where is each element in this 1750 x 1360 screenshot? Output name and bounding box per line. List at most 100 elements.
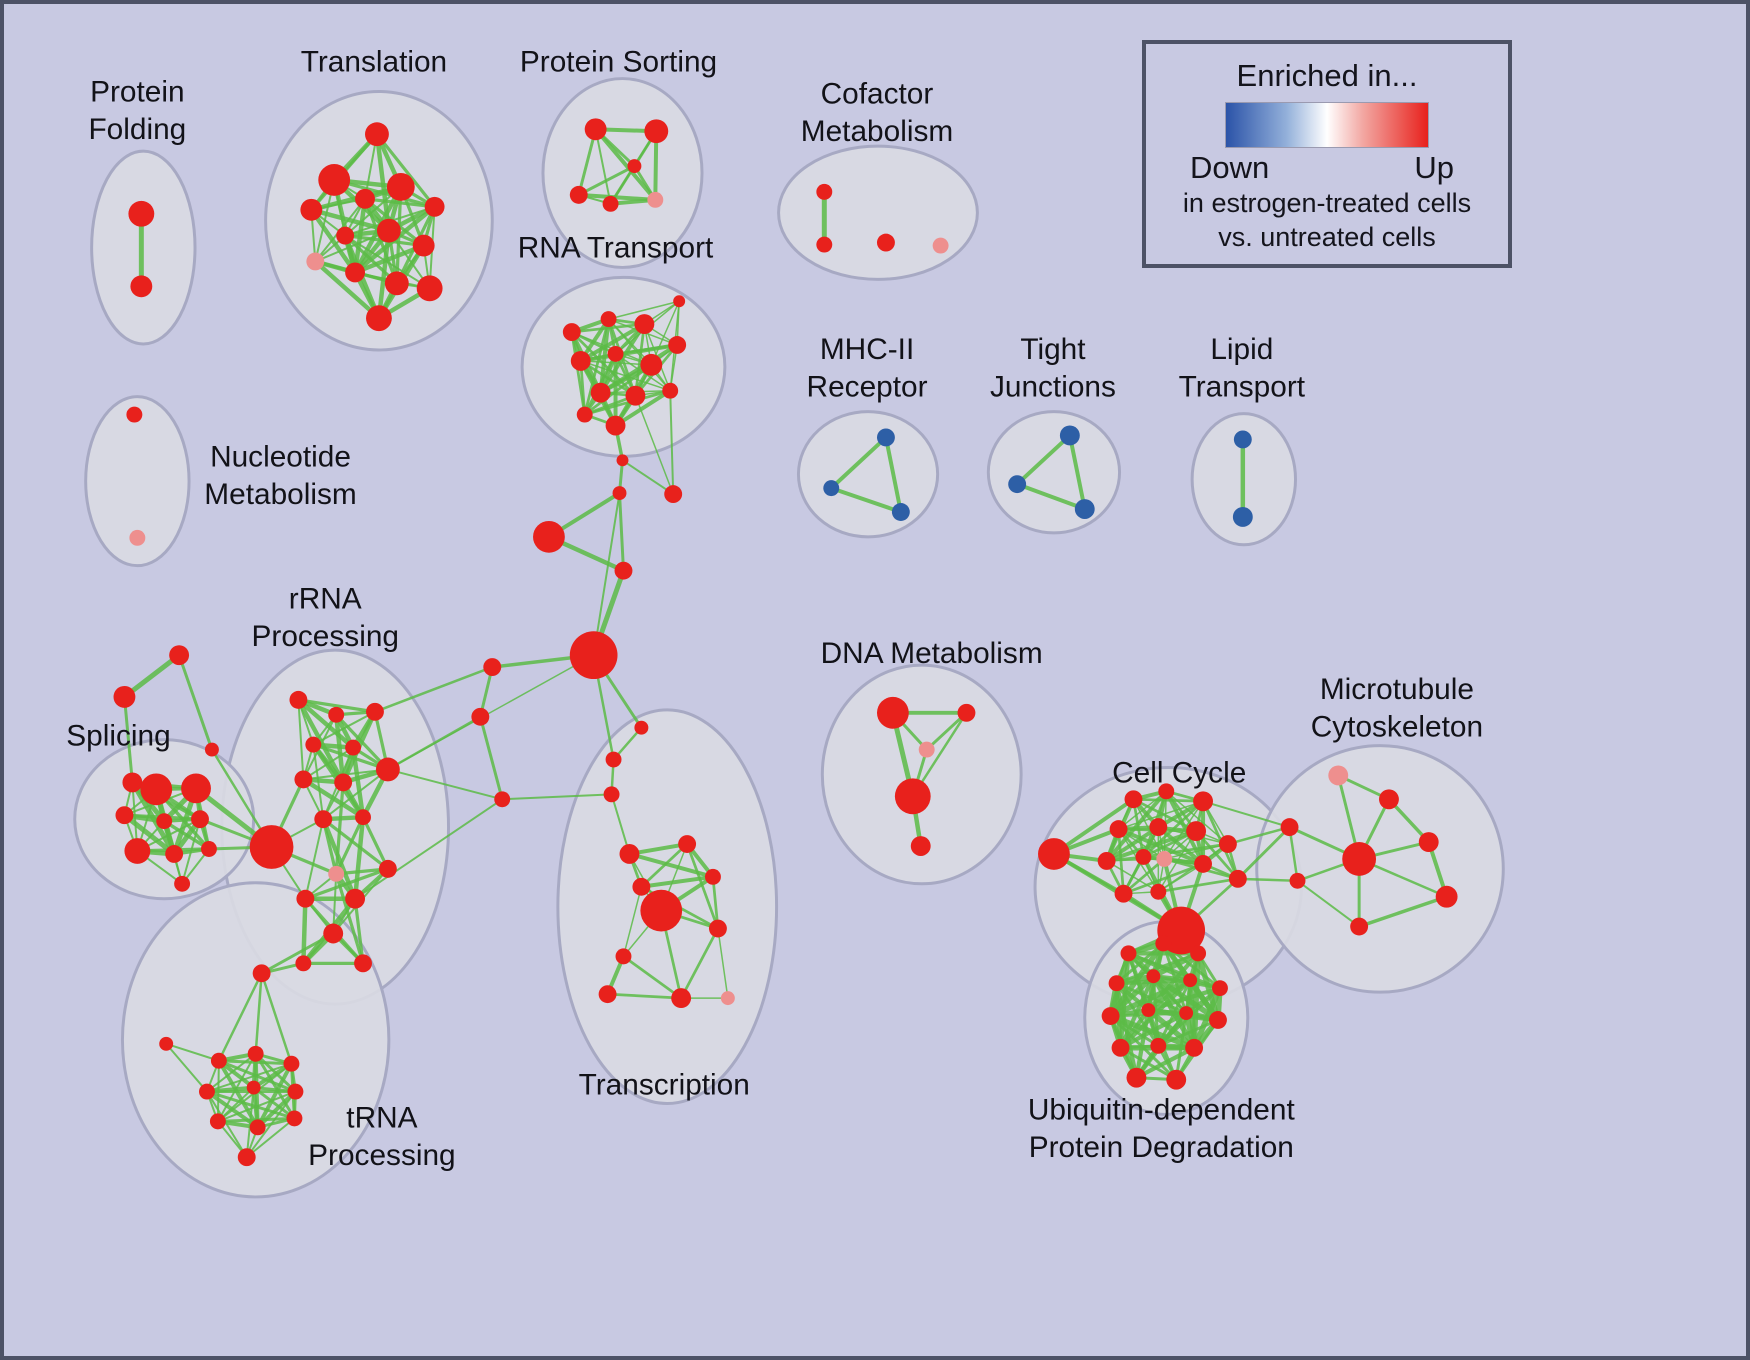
edge-TN0-TN1 [217, 972, 263, 1062]
node-MT3 [1342, 842, 1377, 876]
edge-T9-T11 [352, 243, 426, 275]
node-TN3 [283, 1055, 300, 1072]
node-T4 [355, 188, 375, 209]
node-MT7 [1289, 872, 1306, 889]
node-MTP [1328, 765, 1349, 786]
node-R12 [576, 406, 593, 423]
node-TN9 [286, 1110, 303, 1127]
node-T1 [365, 122, 389, 147]
edge-RR11-RR17 [334, 872, 365, 965]
edge-RR3-RR4 [312, 710, 376, 746]
node-CC1 [1124, 790, 1143, 809]
cluster-label-splicing: Splicing [66, 720, 170, 753]
edge-TN9-TN10 [245, 1117, 296, 1159]
node-NM2 [129, 529, 146, 546]
legend-subtitle-line2: vs. untreated cells [1218, 222, 1436, 252]
node-C2 [612, 486, 627, 501]
edge-PS1-PS3 [577, 127, 598, 197]
node-T2 [318, 164, 351, 196]
edge-C1-C3 [621, 459, 675, 496]
node-MT5 [1435, 885, 1458, 908]
node-RR9 [314, 810, 333, 829]
node-TN8 [249, 1119, 266, 1136]
edge-T8-T14 [376, 228, 392, 321]
edge-R3-R9 [634, 322, 646, 398]
edge-RR1-RR3 [296, 698, 377, 714]
node-S8 [165, 845, 184, 863]
node-D5 [910, 836, 931, 856]
edge-TN2-TN9 [254, 1052, 296, 1120]
node-D2 [957, 703, 976, 722]
node-R2 [600, 311, 617, 328]
edge-TR5-TR6 [640, 842, 689, 889]
node-TR9 [615, 948, 632, 965]
node-S3 [181, 773, 211, 804]
edge-M2-M3 [829, 486, 903, 514]
node-M1 [876, 428, 895, 447]
node-U3 [1190, 945, 1207, 962]
cluster-label-tight-junctions: Junctions [990, 371, 1116, 404]
node-RR6 [375, 757, 400, 782]
node-CC4 [1109, 820, 1128, 839]
node-CC12 [1150, 883, 1167, 900]
edge-R7-R12 [583, 363, 653, 416]
cluster-label-rrna-processing: Processing [252, 620, 399, 653]
node-TN6 [287, 1083, 304, 1100]
legend-title: Enriched in... [1236, 58, 1418, 93]
cluster-label-nucleotide-metabolism: Metabolism [204, 478, 356, 511]
edge-R4-R6 [614, 343, 679, 356]
node-PS6 [627, 159, 642, 173]
node-T9 [412, 234, 435, 257]
edge-HUB-RR6 [387, 654, 595, 771]
edge-U9-U15 [1134, 1007, 1151, 1080]
node-RR5 [345, 739, 362, 756]
node-U16 [1166, 1069, 1187, 1090]
node-R4 [668, 336, 687, 354]
edge-RR1-RR5 [296, 697, 356, 750]
node-R11 [605, 415, 626, 436]
cluster-label-ubiquitin-degradation: Ubiquitin-dependent [1028, 1093, 1296, 1126]
node-MT2 [1280, 818, 1299, 837]
node-R6 [607, 345, 624, 362]
node-TR12 [720, 991, 735, 1006]
cluster-label-nucleotide-metabolism: Nucleotide [210, 440, 351, 473]
edge-R10-R11 [613, 388, 673, 428]
cluster-label-mhc-ii-receptor: Receptor [807, 371, 928, 404]
edge-M1-M3 [883, 435, 903, 514]
edge-CC5-CC8 [1104, 825, 1161, 863]
node-RR8 [334, 773, 353, 792]
edge-TR3-TR4 [610, 793, 631, 855]
node-CC3 [1193, 791, 1213, 812]
cluster-label-trna-processing: Processing [308, 1139, 455, 1172]
edge-U7-U9 [1146, 986, 1223, 1013]
node-PS1 [584, 118, 607, 141]
node-M2 [823, 480, 840, 497]
edge-D2-D3 [925, 711, 968, 752]
node-PF2 [130, 275, 153, 298]
node-U4 [1108, 975, 1125, 992]
edge-RR12-RR16 [301, 896, 308, 966]
node-MT6 [1350, 917, 1369, 936]
node-T10 [306, 252, 325, 271]
node-RR2 [328, 706, 345, 723]
node-CC11 [1114, 884, 1133, 903]
edge-RR9-RR13 [321, 816, 358, 901]
node-R9 [625, 385, 646, 406]
cluster-label-tight-junctions: Tight [1020, 333, 1086, 366]
legend-down-label: Down [1190, 150, 1270, 185]
legend-gradient-bar [1225, 102, 1429, 148]
node-RR16 [295, 955, 312, 972]
node-U14 [1185, 1038, 1204, 1057]
edge-TN5-TN9 [252, 1086, 296, 1120]
edge-PS3-PS6 [577, 164, 636, 197]
node-TNL [159, 1036, 174, 1051]
node-TR1 [634, 720, 649, 735]
node-U6 [1183, 973, 1198, 988]
node-T7 [336, 226, 355, 245]
node-S6 [191, 810, 209, 829]
node-CC10 [1194, 854, 1213, 873]
node-MT4 [1418, 832, 1439, 852]
edge-R10-R12 [583, 389, 672, 416]
edge-C3-R9 [634, 394, 674, 495]
